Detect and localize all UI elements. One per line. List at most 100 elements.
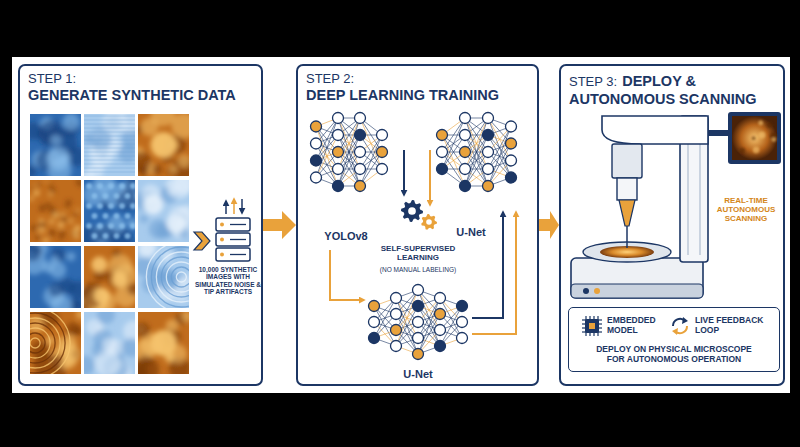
unet-network-icon bbox=[483, 113, 494, 124]
synthetic-tile bbox=[86, 183, 92, 189]
synthetic-tile bbox=[32, 246, 41, 255]
synthetic-tile bbox=[30, 328, 50, 358]
synthetic-tile bbox=[31, 225, 37, 231]
feature-text: LIVE FEEDBACK LOOP bbox=[695, 316, 767, 336]
synthetic-tile bbox=[84, 152, 135, 153]
synthetic-tile bbox=[45, 203, 50, 208]
synthetic-tile bbox=[156, 252, 189, 302]
synthetic-tile bbox=[30, 180, 81, 242]
model-name: U-Net bbox=[446, 226, 496, 239]
synthetic-tile bbox=[84, 168, 135, 169]
loop-icon bbox=[672, 328, 678, 335]
microscope-illustration bbox=[602, 116, 708, 144]
unet-network-icon bbox=[460, 130, 471, 141]
synthetic-tile bbox=[161, 257, 189, 297]
synthetic-tile bbox=[74, 327, 81, 336]
microscope-illustration bbox=[571, 284, 703, 298]
deploy-text: DEPLOY ON PHYSICAL MICROSCOPE FOR AUTONO… bbox=[592, 344, 757, 364]
flow-arrow bbox=[263, 211, 296, 239]
synthetic-tile bbox=[91, 257, 107, 273]
yolo-network-icon bbox=[377, 147, 388, 158]
unet-network-icon bbox=[506, 155, 517, 166]
server-icon bbox=[230, 254, 246, 255]
synthetic-tile bbox=[108, 223, 114, 229]
synthetic-tile bbox=[108, 183, 114, 189]
server-icon bbox=[225, 201, 227, 214]
synthetic-tile bbox=[84, 114, 135, 176]
synthetic-tile bbox=[30, 122, 42, 140]
synthetic-tile bbox=[84, 312, 135, 374]
synthetic-tile bbox=[30, 323, 55, 363]
yolo-network-icon bbox=[355, 147, 366, 158]
unet-network-icon bbox=[506, 172, 517, 183]
synthetic-tile bbox=[92, 213, 98, 219]
synthetic-tile bbox=[138, 114, 189, 176]
synthetic-tile bbox=[138, 322, 150, 337]
chip-icon bbox=[585, 319, 599, 333]
microscope-illustration bbox=[739, 120, 777, 153]
unet-network-icon bbox=[369, 317, 380, 328]
server-icon bbox=[216, 218, 250, 231]
synthetic-tile bbox=[103, 193, 109, 199]
synthetic-tile bbox=[38, 227, 45, 234]
synthetic-tile bbox=[61, 216, 67, 222]
synthetic-tile bbox=[37, 183, 41, 187]
synthetic-tile bbox=[138, 246, 154, 258]
unet-network-icon bbox=[369, 333, 380, 344]
unet-network-icon bbox=[465, 135, 488, 186]
synthetic-tile bbox=[42, 238, 49, 242]
synthetic-tile bbox=[151, 132, 177, 158]
synthetic-tile bbox=[97, 312, 115, 324]
synthetic-tile bbox=[86, 223, 92, 229]
synthetic-tile bbox=[143, 195, 163, 215]
unet-network-icon bbox=[483, 147, 494, 158]
microscope-illustration bbox=[752, 136, 756, 140]
synthetic-tile bbox=[30, 246, 81, 308]
microscope-illustration bbox=[759, 132, 766, 139]
synthetic-tile bbox=[63, 114, 80, 130]
gear-icon bbox=[421, 214, 437, 230]
synthetic-tile bbox=[84, 164, 135, 165]
synthetic-tile bbox=[84, 312, 135, 374]
panel-heading: STEP 3:DEPLOY & AUTONOMOUS SCANNING bbox=[569, 72, 775, 109]
synthetic-tile bbox=[84, 249, 135, 308]
unet-network-icon bbox=[435, 309, 446, 320]
synthetic-tile bbox=[140, 215, 148, 223]
synthetic-tile bbox=[167, 180, 189, 199]
unet-network-icon bbox=[437, 113, 517, 192]
synthetic-tile bbox=[130, 183, 135, 189]
synthetic-tile bbox=[72, 229, 79, 236]
synthetic-tile bbox=[125, 193, 131, 199]
unet-network-icon bbox=[442, 118, 465, 169]
synthetic-tile bbox=[30, 312, 81, 374]
synthetic-tile bbox=[49, 219, 55, 225]
panel-heading: STEP 2:DEEP LEARNING TRAINING bbox=[306, 72, 529, 104]
synthetic-tile bbox=[138, 312, 189, 374]
gear-icon bbox=[426, 219, 432, 225]
microscope-illustration bbox=[767, 122, 773, 128]
synthetic-tile bbox=[151, 330, 177, 356]
yolo-network-icon bbox=[311, 121, 322, 132]
synthetic-tile bbox=[47, 147, 71, 171]
synthetic-tile bbox=[66, 252, 75, 261]
synthetic-tile bbox=[166, 213, 186, 233]
synthetic-tile bbox=[92, 233, 98, 239]
yolo-network-icon bbox=[311, 172, 322, 183]
yolo-network-icon bbox=[311, 138, 322, 149]
yolo-network-icon bbox=[360, 135, 382, 186]
synthetic-tile bbox=[170, 184, 180, 194]
synthetic-tile bbox=[97, 223, 103, 229]
synthetic-tile bbox=[176, 272, 186, 282]
training-flow-arrows bbox=[403, 150, 405, 195]
synthetic-tile bbox=[122, 338, 135, 357]
feature-item: LIVE FEEDBACK LOOP bbox=[669, 315, 767, 337]
microscope-illustration bbox=[612, 144, 642, 178]
unet-network-icon bbox=[413, 317, 424, 328]
yolo-network-icon bbox=[333, 181, 344, 192]
synthetic-tile bbox=[138, 357, 159, 374]
synthetic-tile bbox=[78, 182, 81, 187]
loop-icon bbox=[682, 317, 688, 324]
unet-network-icon bbox=[437, 130, 448, 141]
synthetic-image-grid bbox=[0, 102, 216, 384]
